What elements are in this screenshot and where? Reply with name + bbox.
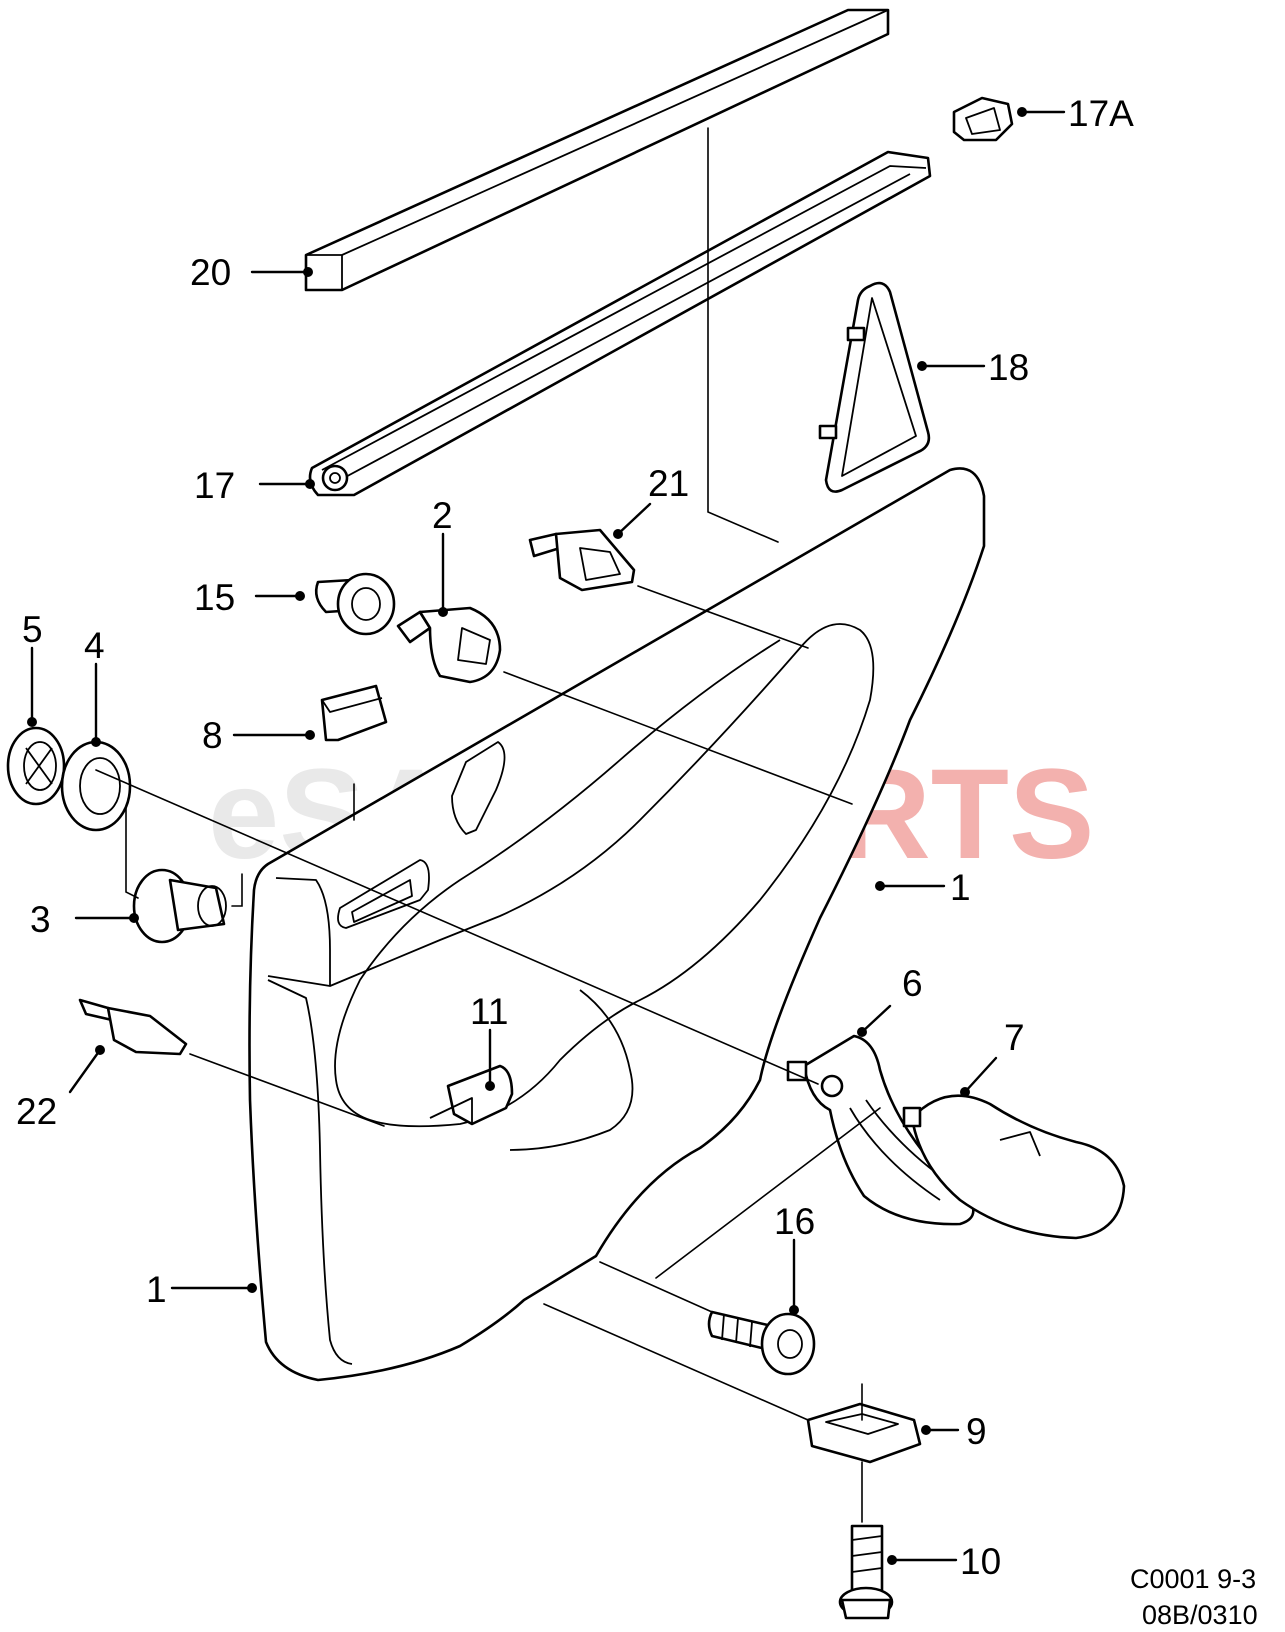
part-17a-clip	[952, 96, 1014, 142]
part-4-washer	[60, 740, 132, 832]
callout-20: 20	[190, 252, 231, 293]
part-17-window-seal	[308, 150, 932, 497]
part-11-holder	[429, 1064, 514, 1126]
part-3-bushing	[132, 868, 227, 944]
callout-6: 6	[902, 963, 923, 1004]
drawing-code-line-1: C0001 9-3	[1130, 1564, 1256, 1594]
callout-22: 22	[16, 1091, 57, 1132]
callout-9: 9	[966, 1411, 987, 1452]
callout-5: 5	[22, 609, 43, 650]
callout-4: 4	[84, 625, 105, 666]
part-1-door-panel	[248, 467, 986, 1382]
callout-8: 8	[202, 715, 223, 756]
callout-10: 10	[960, 1541, 1001, 1582]
callout-17: 17	[194, 465, 235, 506]
callout-18: 18	[988, 347, 1029, 388]
part-15-grommet	[314, 572, 396, 636]
part-18-triangle-cover	[818, 281, 931, 493]
callout-3: 3	[30, 899, 51, 940]
callout-2: 2	[432, 495, 453, 536]
part-9-nut-clip	[806, 1383, 922, 1464]
assembly-guide-lines	[95, 585, 881, 1523]
callout-labels: 17A 20 18 17 21 2 15 5 4 8 1 3 6 7 11 22…	[16, 93, 1134, 1582]
part-21-clip	[528, 528, 636, 592]
drawing-code-line-2: 08B/0310	[1142, 1600, 1258, 1630]
part-7-handle	[902, 1094, 1126, 1240]
part-8-plug	[320, 684, 388, 742]
callout-16: 16	[774, 1201, 815, 1242]
leader-strip-to-panel	[707, 127, 779, 543]
part-22-clip	[78, 998, 188, 1056]
callout-15: 15	[194, 577, 235, 618]
part-6-handle-bracket	[786, 1034, 975, 1226]
callout-1-lower: 1	[146, 1269, 167, 1310]
callout-21: 21	[648, 463, 689, 504]
callout-17a: 17A	[1068, 93, 1134, 134]
callout-1-upper: 1	[950, 867, 971, 908]
drawing-code: C0001 9-3 08B/0310	[1130, 1564, 1258, 1630]
part-10-bolt	[838, 1524, 894, 1620]
part-5-ring	[6, 726, 66, 806]
callout-7: 7	[1004, 1017, 1025, 1058]
callout-leaders	[27, 107, 1066, 1565]
part-20-window-strip	[304, 8, 890, 292]
part-16-screw	[707, 1310, 816, 1376]
callout-11: 11	[470, 991, 508, 1032]
part-2-push-clip	[396, 606, 502, 684]
